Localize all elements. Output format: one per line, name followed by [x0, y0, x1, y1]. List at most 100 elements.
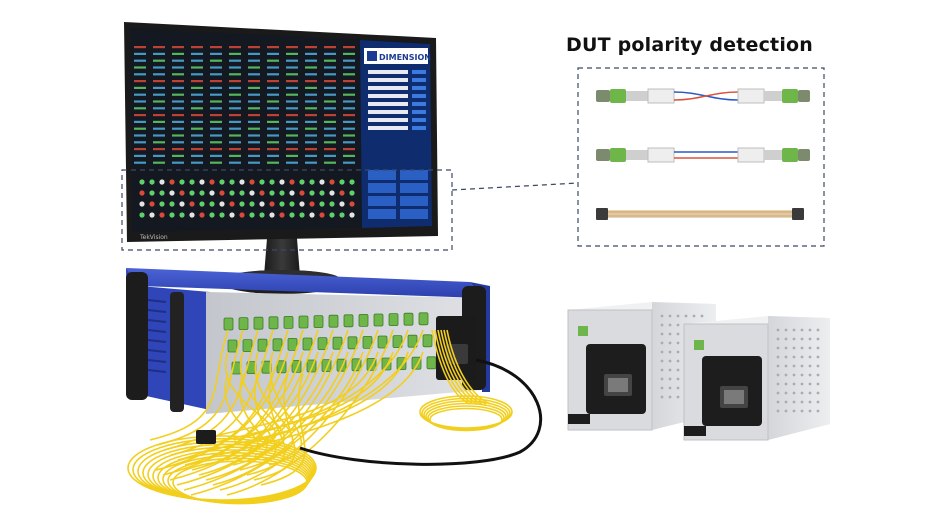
vent-hole	[800, 373, 804, 377]
fiber-adapter	[283, 315, 294, 329]
port-indicator	[309, 179, 315, 185]
grid-cell	[343, 86, 355, 89]
fiber-adapter	[347, 336, 358, 350]
grid-cell	[210, 154, 222, 157]
grid-cell	[229, 73, 241, 76]
vent-hole	[776, 409, 780, 413]
grid-cell	[229, 141, 241, 144]
vent-hole	[808, 346, 812, 350]
grid-cell	[134, 93, 146, 96]
grid-cell	[134, 66, 146, 69]
vent-hole	[792, 328, 796, 332]
grid-cell	[286, 134, 298, 137]
fiber-strand	[156, 329, 244, 446]
fiber-strand	[219, 329, 379, 491]
fiber-strand	[149, 329, 229, 441]
grid-cell	[267, 73, 279, 76]
grid-cell	[248, 161, 260, 164]
vent-slot	[147, 349, 167, 353]
grid-cell	[210, 66, 222, 69]
vent-hole	[800, 400, 804, 404]
grid-cell	[153, 93, 165, 96]
grid-cell	[172, 134, 184, 137]
control-button	[400, 183, 428, 193]
grid-cell	[267, 114, 279, 117]
port-indicator	[139, 190, 145, 196]
grid-cell	[343, 59, 355, 62]
port-indicator	[349, 179, 355, 185]
vent-hole	[792, 364, 796, 368]
vent-hole	[784, 382, 788, 386]
port-indicator	[339, 212, 345, 218]
fiber-patch-cords	[127, 329, 513, 505]
port-indicator	[149, 179, 155, 185]
panel-field	[368, 110, 408, 114]
grid-cell	[343, 161, 355, 164]
vent-hole	[800, 382, 804, 386]
vent-hole	[784, 328, 788, 332]
vent-hole	[808, 382, 812, 386]
port-indicator	[289, 201, 295, 207]
vent-hole	[700, 314, 704, 318]
fiber-strand	[446, 329, 491, 405]
vent-hole	[784, 391, 788, 395]
fiber-adapter	[328, 314, 339, 328]
vent-slot	[147, 299, 167, 303]
grid-cell	[305, 127, 317, 130]
grid-cell	[191, 148, 203, 151]
port-indicator	[239, 179, 245, 185]
grid-cell	[153, 100, 165, 103]
fiber-adapter	[242, 339, 253, 353]
port-indicator	[319, 212, 325, 218]
grid-cell	[267, 134, 279, 137]
grid-cell	[153, 141, 165, 144]
fiber-adapter	[392, 335, 403, 349]
grid-cell	[324, 66, 336, 69]
vent-hole	[668, 377, 672, 381]
panel-button	[412, 102, 426, 106]
grid-cell	[210, 52, 222, 55]
grid-cell	[191, 127, 203, 130]
control-button	[400, 196, 428, 206]
monitor: DIMENSION TekVision	[124, 22, 438, 242]
vent-hole	[816, 382, 820, 386]
grid-cell	[153, 66, 165, 69]
vent-hole	[676, 359, 680, 363]
port-indicator	[189, 201, 195, 207]
port-indicator	[179, 201, 185, 207]
vent-hole	[784, 337, 788, 341]
plugin-module-2	[683, 316, 830, 441]
grid-cell	[267, 46, 279, 49]
grid-cell	[229, 66, 241, 69]
grid-cell	[191, 73, 203, 76]
port-indicator	[329, 190, 335, 196]
grid-cell	[343, 154, 355, 157]
grid-cell	[153, 120, 165, 123]
fiber-adapter-array	[223, 312, 437, 375]
vent-hole	[660, 323, 664, 327]
fiber-strand	[226, 329, 394, 496]
grid-cell	[324, 93, 336, 96]
port-indicator	[349, 201, 355, 207]
grid-cell	[210, 86, 222, 89]
port-indicator	[269, 212, 275, 218]
vent-hole	[776, 337, 780, 341]
port-indicator	[279, 190, 285, 196]
grid-cell	[191, 59, 203, 62]
vent-hole	[800, 355, 804, 359]
grid-cell	[191, 86, 203, 89]
port-indicator	[269, 179, 275, 185]
fiber-adapter	[422, 334, 433, 348]
grid-cell	[134, 107, 146, 110]
grid-cell	[324, 52, 336, 55]
vent-hole	[816, 391, 820, 395]
port-indicator	[199, 179, 205, 185]
port-indicator	[239, 212, 245, 218]
vent-hole	[676, 323, 680, 327]
grid-cell	[286, 86, 298, 89]
grid-cell	[286, 73, 298, 76]
grid-cell	[286, 100, 298, 103]
fiber-adapter	[426, 356, 437, 370]
fiber-adapter	[227, 339, 238, 353]
grid-cell	[343, 80, 355, 83]
